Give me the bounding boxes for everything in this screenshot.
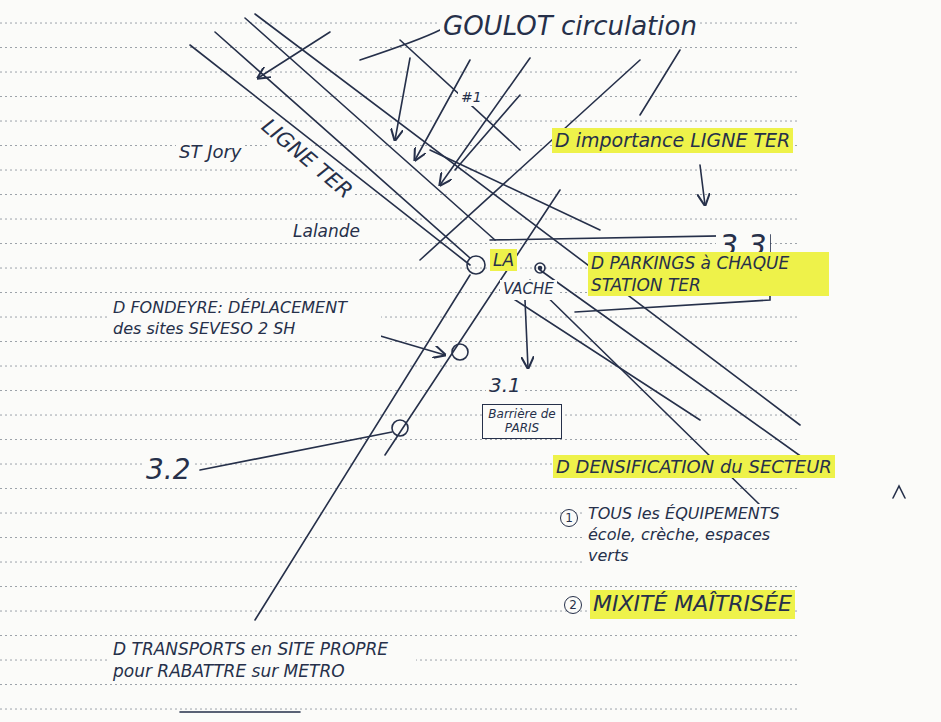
place-name: Lalande: [290, 220, 363, 242]
sketch-line: [385, 190, 560, 455]
note: TOUS les ÉQUIPEMENTS école, crèche, espa…: [585, 504, 816, 566]
note: D PARKINGS à CHAQUE STATION TER: [588, 252, 829, 296]
note: D TRANSPORTS en SITE PROPRE pour RABATTR…: [110, 638, 416, 682]
sketch-line: [455, 95, 520, 170]
circled-number: 1: [560, 509, 578, 527]
callout-number: #1: [458, 88, 485, 106]
place-name: VACHE: [500, 280, 557, 300]
ruled-lines: [0, 0, 800, 722]
place-box: Barrière de PARIS: [482, 404, 562, 439]
sketch-line: [500, 290, 700, 420]
arrow: [700, 165, 705, 205]
station-circle: [452, 344, 468, 360]
rail-label: LIGNE TER: [253, 111, 360, 207]
circled-number: 2: [564, 596, 582, 614]
bracket: [360, 30, 440, 60]
heading-note: GOULOT circulation: [440, 10, 700, 44]
caret-mark: [893, 486, 905, 498]
place-name: LA: [490, 249, 517, 271]
arrow: [395, 58, 410, 140]
callout-number: 3.1: [486, 372, 524, 398]
callout-number: 3.2: [143, 452, 194, 488]
arrow: [525, 300, 528, 368]
station-circle: [535, 263, 545, 273]
arrow: [415, 60, 470, 160]
sketch-line: [400, 40, 520, 150]
station-circle: [467, 256, 485, 274]
station-circle: [392, 420, 408, 436]
leader-line: [200, 432, 392, 470]
underline: [180, 711, 300, 713]
note: D importance LIGNE TER: [552, 128, 793, 153]
note: MIXITÉ MAÎTRISÉE: [590, 590, 795, 619]
sketch-line: [255, 14, 800, 425]
place-name: Barrière de PARIS: [488, 407, 555, 435]
arrow: [258, 32, 330, 78]
arrow: [440, 58, 530, 185]
sketch-line: [640, 50, 680, 115]
note: D FONDEYRE: DÉPLACEMENT des sites SEVESO…: [110, 298, 381, 340]
sketch-line: [540, 270, 820, 470]
note: D DENSIFICATION du SECTEUR: [553, 455, 835, 478]
rail-band: [215, 32, 470, 258]
rail-band: [245, 18, 495, 240]
place-name: ST Jory: [176, 140, 245, 163]
station-dot: [539, 267, 542, 270]
